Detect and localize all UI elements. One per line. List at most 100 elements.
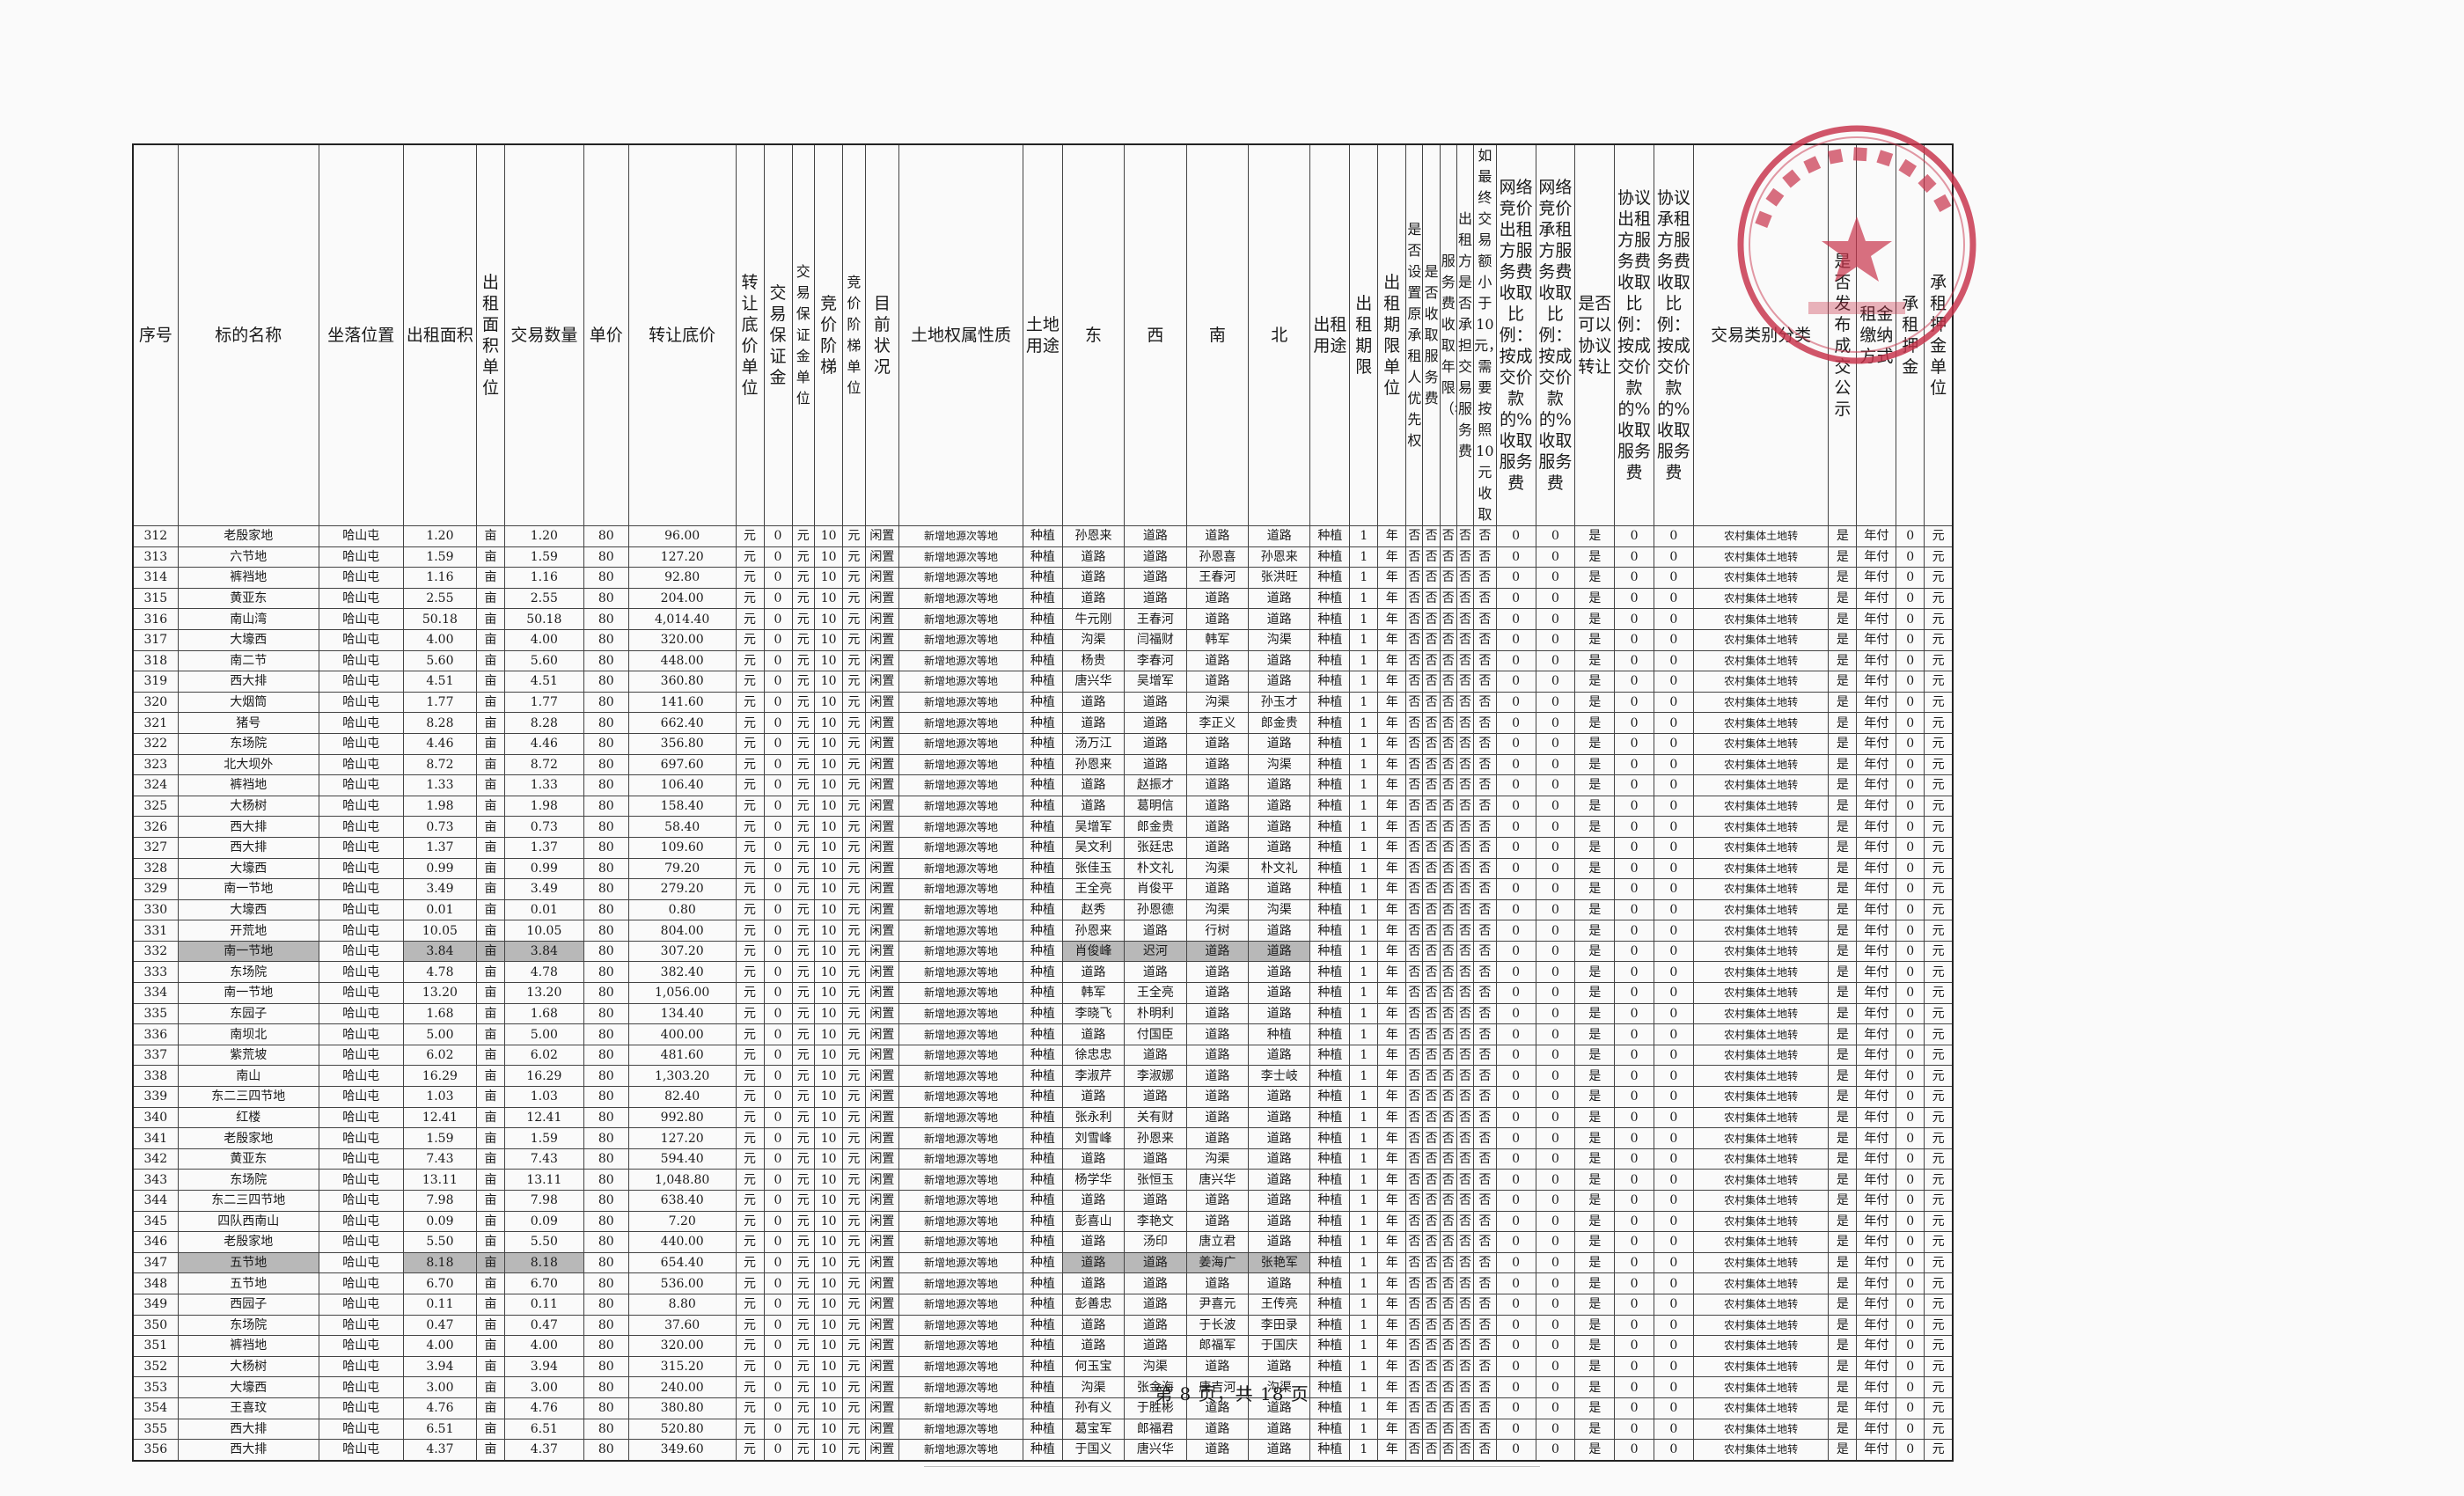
table-cell: 道路	[1124, 1251, 1187, 1274]
table-cell: 10	[814, 732, 844, 755]
table-cell: 否	[1405, 982, 1424, 1004]
table-cell: 0	[1535, 1231, 1576, 1253]
table-cell: 10	[814, 1418, 844, 1441]
table-cell: 道路	[1248, 1397, 1311, 1419]
table-cell: 年付	[1856, 1314, 1897, 1337]
table-cell: 新增地源次等地	[898, 1169, 1023, 1191]
table-cell: 80	[583, 795, 629, 818]
table-cell: 否	[1473, 1314, 1497, 1337]
table-cell: 新增地源次等地	[898, 1335, 1023, 1357]
table-cell: 否	[1473, 1044, 1497, 1067]
table-cell: 沟渠	[1248, 628, 1311, 651]
table-cell: 道路	[1248, 940, 1311, 963]
table-cell: 0	[1535, 628, 1576, 651]
table-cell: 种植	[1309, 982, 1351, 1004]
table-cell: 324	[132, 774, 179, 796]
table-cell: 360.80	[627, 671, 737, 693]
table-cell: 否	[1473, 1023, 1497, 1045]
table-cell: 否	[1473, 1418, 1497, 1441]
table-cell: 否	[1422, 546, 1441, 568]
table-cell: 是	[1574, 628, 1616, 651]
table-cell: 0	[1495, 1106, 1536, 1129]
table-cell: 327	[132, 836, 179, 859]
table-cell: 1	[1349, 961, 1379, 984]
table-cell: 240.00	[627, 1376, 737, 1398]
table-cell: 新增地源次等地	[898, 1355, 1023, 1378]
table-cell: 亩	[476, 836, 506, 859]
table-cell: 农村集体土地转	[1692, 732, 1830, 755]
table-cell: 元	[842, 878, 866, 900]
table-cell: 否	[1422, 1044, 1441, 1067]
table-cell: 0	[1653, 920, 1694, 942]
table-cell: 37.60	[627, 1314, 737, 1337]
table-cell: 否	[1473, 1272, 1497, 1294]
table-cell: 1	[1349, 587, 1379, 610]
table-cell: 年付	[1856, 712, 1897, 734]
table-cell: 0	[1653, 1190, 1694, 1212]
table-cell: 元	[842, 1023, 866, 1045]
table-cell: 元	[842, 774, 866, 796]
table-cell: 西大排	[177, 1418, 319, 1441]
table-cell: 道路	[1248, 1106, 1311, 1129]
table-cell: 朴文礼	[1124, 857, 1187, 880]
table-cell: 姜海广	[1185, 1251, 1250, 1274]
table-cell: 是	[1574, 1272, 1616, 1294]
table-cell: 0	[763, 587, 793, 610]
table-cell: 否	[1456, 1355, 1475, 1378]
table-cell: 农村集体土地转	[1692, 878, 1830, 900]
table-cell: 葛明信	[1124, 795, 1187, 818]
table-cell: 325	[132, 795, 179, 818]
table-cell: 元	[791, 1044, 816, 1067]
table-cell: 闲置	[864, 1023, 900, 1045]
table-cell: 0	[763, 1397, 793, 1419]
table-cell: 否	[1422, 982, 1441, 1004]
table-cell: 否	[1439, 774, 1457, 796]
table-cell: 否	[1405, 1127, 1424, 1149]
table-cell: 种植	[1022, 816, 1063, 838]
table-cell: 否	[1473, 1190, 1497, 1212]
table-cell: 元	[791, 1335, 816, 1357]
table-cell: 元	[791, 795, 816, 818]
table-cell: 农村集体土地转	[1692, 1439, 1830, 1462]
table-cell: 种植	[1022, 608, 1063, 630]
table-cell: 道路	[1248, 982, 1311, 1004]
table-cell: 0	[1535, 671, 1576, 693]
table-cell: 否	[1405, 1002, 1424, 1025]
table-cell: 农村集体土地转	[1692, 857, 1830, 880]
table-cell: 亩	[476, 546, 506, 568]
table-cell: 80	[583, 774, 629, 796]
table-cell: 唐兴华	[1185, 1169, 1250, 1191]
table-cell: 80	[583, 1169, 629, 1191]
table-cell: 元	[735, 546, 765, 568]
table-cell: 年付	[1856, 671, 1897, 693]
table-cell: 是	[1574, 525, 1616, 547]
table-cell: 新增地源次等地	[898, 1044, 1023, 1067]
table-cell: 0	[763, 1251, 793, 1274]
table-cell: 道路	[1185, 587, 1250, 610]
table-cell: 元	[1924, 649, 1954, 672]
table-cell: 307.20	[627, 940, 737, 963]
table-cell: 0	[1495, 1293, 1536, 1316]
table-cell: 0	[1653, 671, 1694, 693]
table-cell: 元	[1924, 920, 1954, 942]
table-cell: 哈山屯	[318, 1335, 404, 1357]
table-cell: 10	[814, 898, 844, 921]
table-cell: 牛元刚	[1061, 608, 1126, 630]
table-cell: 闲置	[864, 1169, 900, 1191]
table-cell: 0	[1896, 712, 1925, 734]
table-cell: 亩	[476, 1127, 506, 1149]
table-cell: 老殷家地	[177, 525, 319, 547]
table-cell: 闲置	[864, 1293, 900, 1316]
table-cell: 否	[1422, 1397, 1441, 1419]
table-cell: 否	[1422, 1190, 1441, 1212]
table-cell: 道路	[1248, 795, 1311, 818]
table-cell: 否	[1422, 1127, 1441, 1149]
table-cell: 年付	[1856, 878, 1897, 900]
table-cell: 3.94	[504, 1355, 584, 1378]
table-cell: 闲置	[864, 649, 900, 672]
table-cell: 314	[132, 567, 179, 589]
table-cell: 1.16	[402, 567, 478, 589]
table-cell: 0	[1653, 816, 1694, 838]
table-cell: 否	[1405, 691, 1424, 714]
